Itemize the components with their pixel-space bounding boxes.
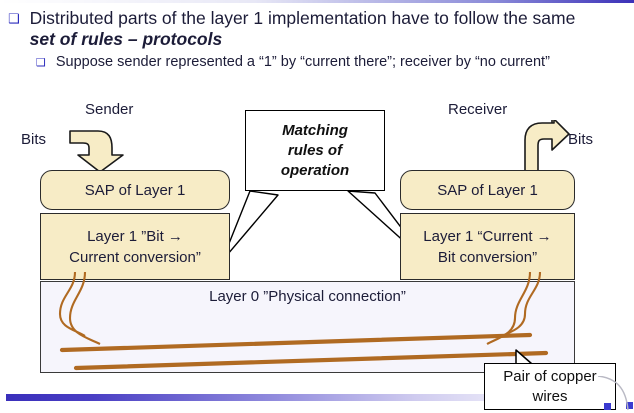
matching-rules-callout[interactable]: Matching rules of operation (245, 110, 385, 191)
bottom-accent-rule (6, 394, 626, 401)
bullet-level1-text: Distributed parts of the layer 1 impleme… (30, 8, 605, 50)
bullet-item-level2: ❑ Suppose sender represented a “1” by “c… (0, 53, 634, 71)
bullet-item-level1: ❑ Distributed parts of the layer 1 imple… (0, 8, 634, 50)
bits-label-right: Bits (568, 131, 594, 148)
bullet-level1-line2-bold: set of rules (29, 29, 124, 49)
receiver-sap-box[interactable]: SAP of Layer 1 (400, 170, 575, 210)
matching-rules-callout-text: Matching rules of operation (277, 121, 353, 181)
bits-out-arrow-icon (524, 120, 570, 175)
receiver-conversion-line2: Bit conversion” (437, 248, 538, 266)
sender-heading: Sender (85, 101, 134, 118)
copper-wire-pair (58, 272, 549, 371)
receiver-conversion-text: Layer 1 “Current → Bit conversion” (423, 226, 551, 268)
copper-wires-callout[interactable]: Pair of copper wires (484, 363, 616, 410)
matching-callout-line3: operation (280, 161, 350, 179)
receiver-conversion-line1: Layer 1 “Current → (423, 227, 552, 245)
hollow-square-bullet-icon: ❑ (8, 12, 20, 27)
layer0-label: Layer 0 ”Physical connection” (209, 288, 406, 305)
hollow-square-bullet-icon: ❑ (36, 56, 46, 69)
sender-conversion-text: Layer 1 ”Bit → Current conversion” (69, 226, 201, 268)
sender-conversion-box[interactable]: Layer 1 ”Bit → Current conversion” (40, 213, 230, 280)
copper-callout-line2: wires (532, 387, 568, 405)
layer0-physical-connection-box[interactable] (40, 281, 575, 373)
bullet-level2-text: Suppose sender represented a “1” by “cur… (55, 54, 550, 70)
sender-conversion-line2: Current conversion” (69, 248, 201, 266)
receiver-conversion-box[interactable]: Layer 1 “Current → Bit conversion” (400, 213, 575, 280)
top-accent-rule (0, 0, 634, 3)
corner-marker-dot-right (626, 402, 633, 409)
bullet-level1-line2-rest: – protocols (123, 29, 223, 49)
copper-callout-line1: Pair of copper (503, 367, 597, 385)
corner-curve-mark (597, 376, 629, 411)
corner-marker-dot-left (604, 403, 611, 410)
bits-label-left: Bits (21, 131, 47, 148)
matching-callout-line1: Matching (282, 121, 348, 139)
copper-wires-callout-text: Pair of copper wires (499, 367, 600, 407)
sender-conversion-line1: Layer 1 ”Bit → (87, 227, 183, 245)
sender-sap-box[interactable]: SAP of Layer 1 (40, 170, 230, 210)
bullet-level1-line1: Distributed parts of the layer 1 impleme… (29, 8, 576, 28)
bits-in-arrow-icon (69, 130, 124, 173)
slide-body-text: ❑ Distributed parts of the layer 1 imple… (0, 8, 634, 71)
receiver-heading: Receiver (448, 101, 508, 118)
matching-callout-line2: rules of (287, 141, 343, 159)
